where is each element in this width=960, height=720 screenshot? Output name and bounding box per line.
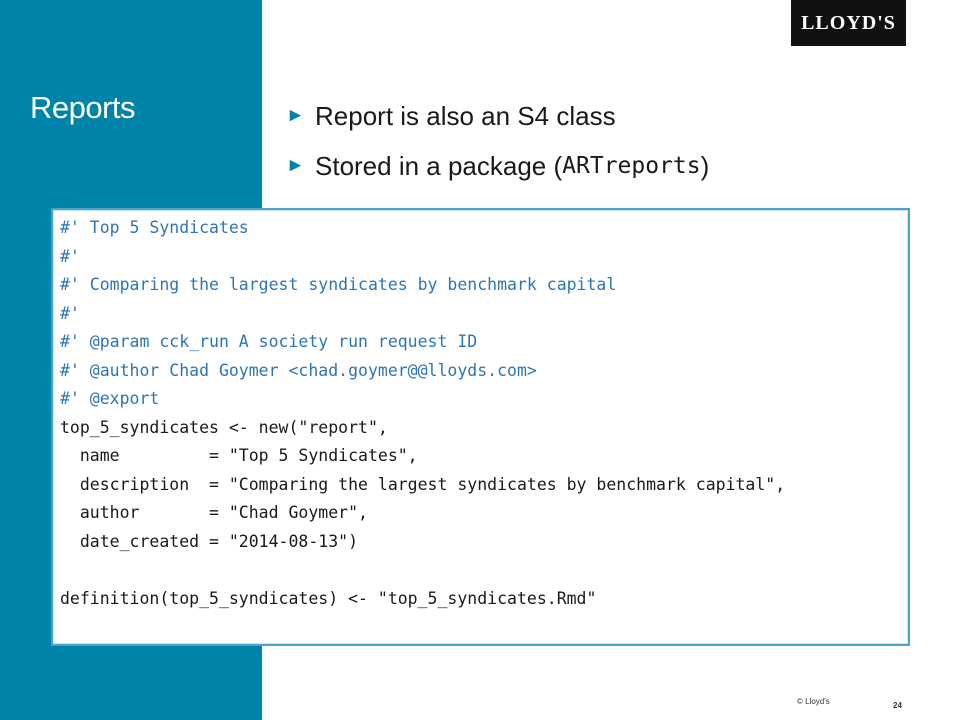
code-block: #' Top 5 Syndicates #' #' Comparing the la… — [51, 208, 910, 646]
code-line: description = "Comparing the largest syn… — [60, 474, 786, 494]
code-line: date_created = "2014-08-13") — [60, 531, 359, 551]
bullet-item: ► Report is also an S4 class — [286, 97, 709, 135]
code-line: top_5_syndicates <- new("report", — [60, 417, 388, 437]
code-line: #' Comparing the largest syndicates by b… — [60, 275, 617, 294]
bullet-item: ► Stored in a package (ARTreports) — [286, 147, 709, 185]
page-number: 24 — [893, 701, 902, 710]
code-line: #' @author Chad Goymer <chad.goymer@@llo… — [60, 360, 537, 380]
code-line: name = "Top 5 Syndicates", — [60, 446, 418, 465]
copyright-text: © Lloyd's — [797, 697, 830, 706]
slide-title: Reports — [30, 90, 136, 125]
code-line: #' Top 5 Syndicates — [60, 218, 249, 237]
lloyds-logo: LLOYD'S — [791, 0, 906, 46]
triangle-bullet-icon: ► — [286, 155, 305, 176]
bullet-code: ARTreports — [562, 153, 701, 179]
code-line: #' @export — [60, 389, 160, 408]
code-lines: #' Top 5 Syndicates #' #' Comparing the la… — [60, 214, 785, 613]
code-line: #' — [60, 303, 80, 323]
code-line — [60, 556, 785, 585]
bullet-suffix: ) — [700, 150, 710, 181]
code-line: #' @param cck_run A society run request … — [60, 332, 478, 351]
code-line: #' — [60, 246, 80, 266]
code-line: definition(top_5_syndicates) <- "top_5_s… — [60, 588, 597, 608]
bullet-text: Stored in a package ( — [315, 150, 563, 181]
bullet-text: Report is also an S4 class — [315, 100, 616, 131]
bullet-list: ► Report is also an S4 class ► Stored in… — [286, 97, 709, 197]
triangle-bullet-icon: ► — [286, 105, 305, 126]
code-line: author = "Chad Goymer", — [60, 503, 368, 522]
